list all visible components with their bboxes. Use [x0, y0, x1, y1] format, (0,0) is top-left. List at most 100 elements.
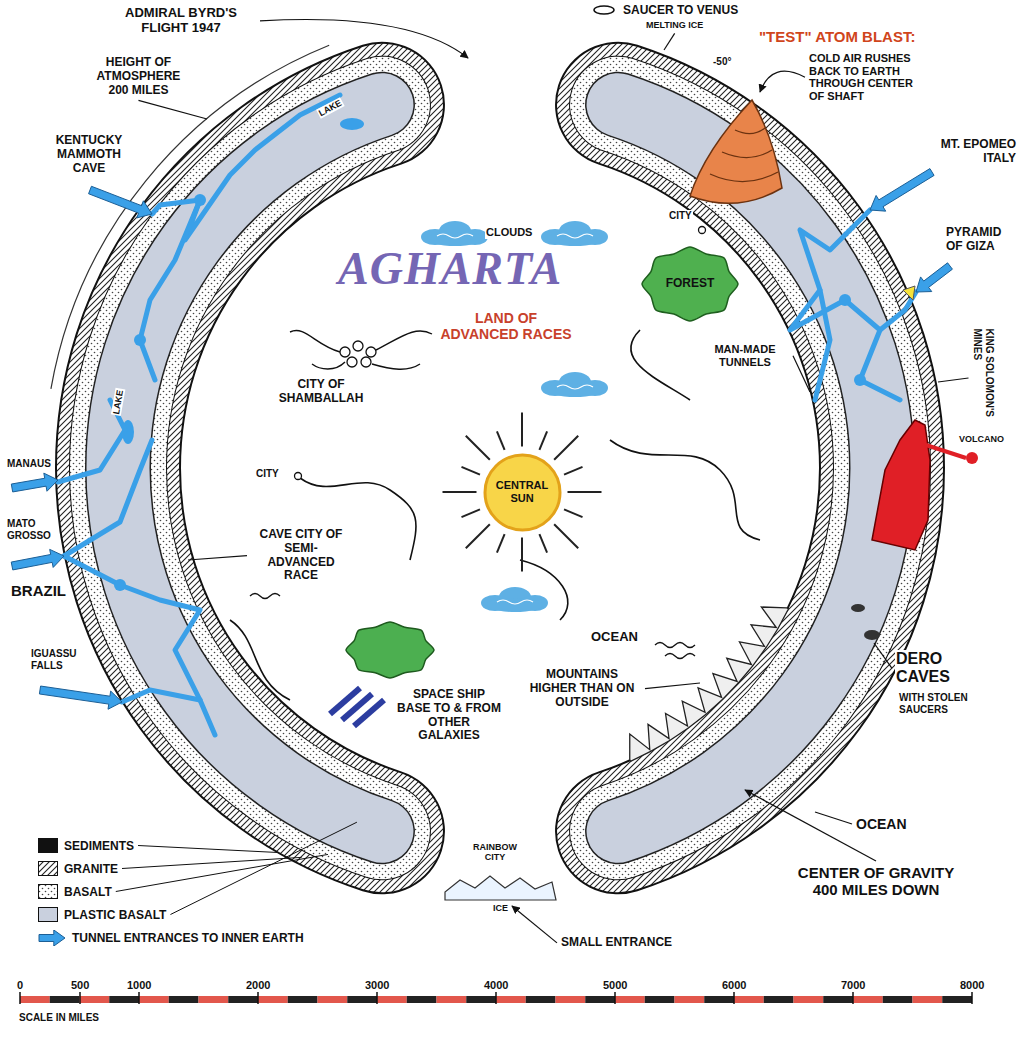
crust-layer [118, 105, 382, 832]
crust-layer [618, 105, 882, 832]
place-name: MANAUS [6, 458, 52, 470]
pyramid-symbol [903, 286, 915, 300]
legend-label: PLASTIC BASALT [64, 908, 166, 922]
city-label: CAVE CITY OF SEMI-ADVANCED RACE [250, 528, 352, 583]
scale-title: SCALE IN MILES [18, 1012, 100, 1024]
scale-segment [615, 996, 645, 1003]
leader-line [138, 846, 278, 853]
scale-segment [794, 996, 824, 1003]
legend-swatch [38, 861, 58, 876]
crust-layer [618, 105, 882, 832]
scale-segment [20, 996, 50, 1003]
country-name: BRAZIL [10, 582, 67, 599]
scale-segment [407, 996, 437, 1003]
cave-heading: DERO CAVES [895, 650, 969, 687]
cave-mark [864, 630, 880, 640]
leader-line [645, 683, 700, 689]
saucer-symbol [594, 6, 614, 14]
leader-line [116, 854, 328, 891]
place-name: IGUASSU FALLS [30, 648, 92, 671]
city-dome [361, 357, 371, 367]
crust-layer [618, 105, 882, 832]
entrance-label: SMALL ENTRANCE [560, 936, 673, 950]
entrance-arrow [916, 263, 952, 292]
scale-segment [556, 996, 586, 1003]
tunnel-line [140, 200, 200, 380]
scale-segment [734, 996, 764, 1003]
wave-mark [655, 643, 695, 648]
tunnel-line [64, 440, 152, 556]
magma-chamber [872, 420, 930, 550]
scale-segment [823, 996, 853, 1003]
city-dot [699, 227, 706, 234]
city-dome [340, 347, 350, 357]
crust-layer [118, 105, 382, 832]
scale-number: 5000 [602, 979, 628, 992]
city-road [376, 331, 432, 350]
blast-ring [710, 172, 778, 182]
legend-swatch [38, 884, 58, 899]
legend-label: GRANITE [64, 862, 118, 876]
node-text: FOREST [666, 277, 715, 291]
crust-layer [618, 105, 882, 832]
city-label: RAINBOW CITY [463, 842, 527, 863]
crust-layer [118, 105, 382, 832]
entrance-arrow [870, 169, 934, 212]
legend-label: BASALT [64, 885, 112, 899]
scale-segment [318, 996, 348, 1003]
leader-line [260, 19, 468, 58]
scale-segment [645, 996, 675, 1003]
place-name: KENTUCKY MAMMOTH CAVE [48, 134, 130, 175]
scale-number: 2000 [245, 979, 271, 992]
scale-segment [347, 996, 377, 1003]
river-line [610, 440, 760, 540]
blast-note: COLD AIR RUSHES BACK TO EARTH THROUGH CE… [808, 52, 928, 103]
atmosphere-line [51, 45, 329, 389]
city-road [372, 364, 420, 369]
lake-label: LAKE [110, 388, 125, 416]
scale-segment [288, 996, 318, 1003]
base-label: SPACE SHIP BASE TO & FROM OTHER GALAXIES [395, 688, 503, 743]
scale-number: 7000 [840, 979, 866, 992]
scale-segment [526, 996, 556, 1003]
scale-segment [585, 996, 615, 1003]
tunnel-line [152, 95, 340, 240]
tunnel-cavern [194, 194, 206, 206]
scale-tick [257, 992, 259, 1004]
city-dot [295, 473, 302, 480]
entrance-arrow [11, 549, 64, 570]
crust-layer [618, 105, 882, 832]
scale-number: 3000 [364, 979, 390, 992]
scale-number: 6000 [721, 979, 747, 992]
blast-ring [735, 128, 765, 134]
scale-segment [139, 996, 169, 1003]
city-road [312, 362, 345, 369]
city-label: CITY [255, 468, 280, 480]
leader-line [760, 71, 805, 92]
scale-tick [19, 992, 21, 1004]
crust-layer [118, 105, 382, 832]
city-dome [347, 357, 357, 367]
scale-segment [377, 996, 407, 1003]
tunnel-line [815, 290, 830, 400]
tunnel-cavern [839, 294, 851, 306]
leader-line [874, 643, 892, 668]
scale-segment [913, 996, 943, 1003]
leader-line [512, 906, 557, 943]
mountain-range [630, 607, 789, 761]
lake-shape [340, 118, 364, 130]
tunnel-cavern [114, 579, 126, 591]
scale-segment [496, 996, 526, 1003]
forest-blob [346, 622, 434, 678]
tunnel-line [64, 556, 215, 735]
leader-line [170, 822, 356, 914]
tunnel-cavern [854, 374, 866, 386]
legend-swatch [38, 907, 58, 922]
scale-segment [883, 996, 913, 1003]
cave-mark [851, 604, 865, 612]
place-name: KING SOLOMON'S MINES [972, 327, 995, 429]
scale-segment [853, 996, 883, 1003]
entrance-arrow [39, 686, 122, 709]
legend-swatch [38, 838, 58, 853]
cloud-shape [541, 372, 608, 397]
